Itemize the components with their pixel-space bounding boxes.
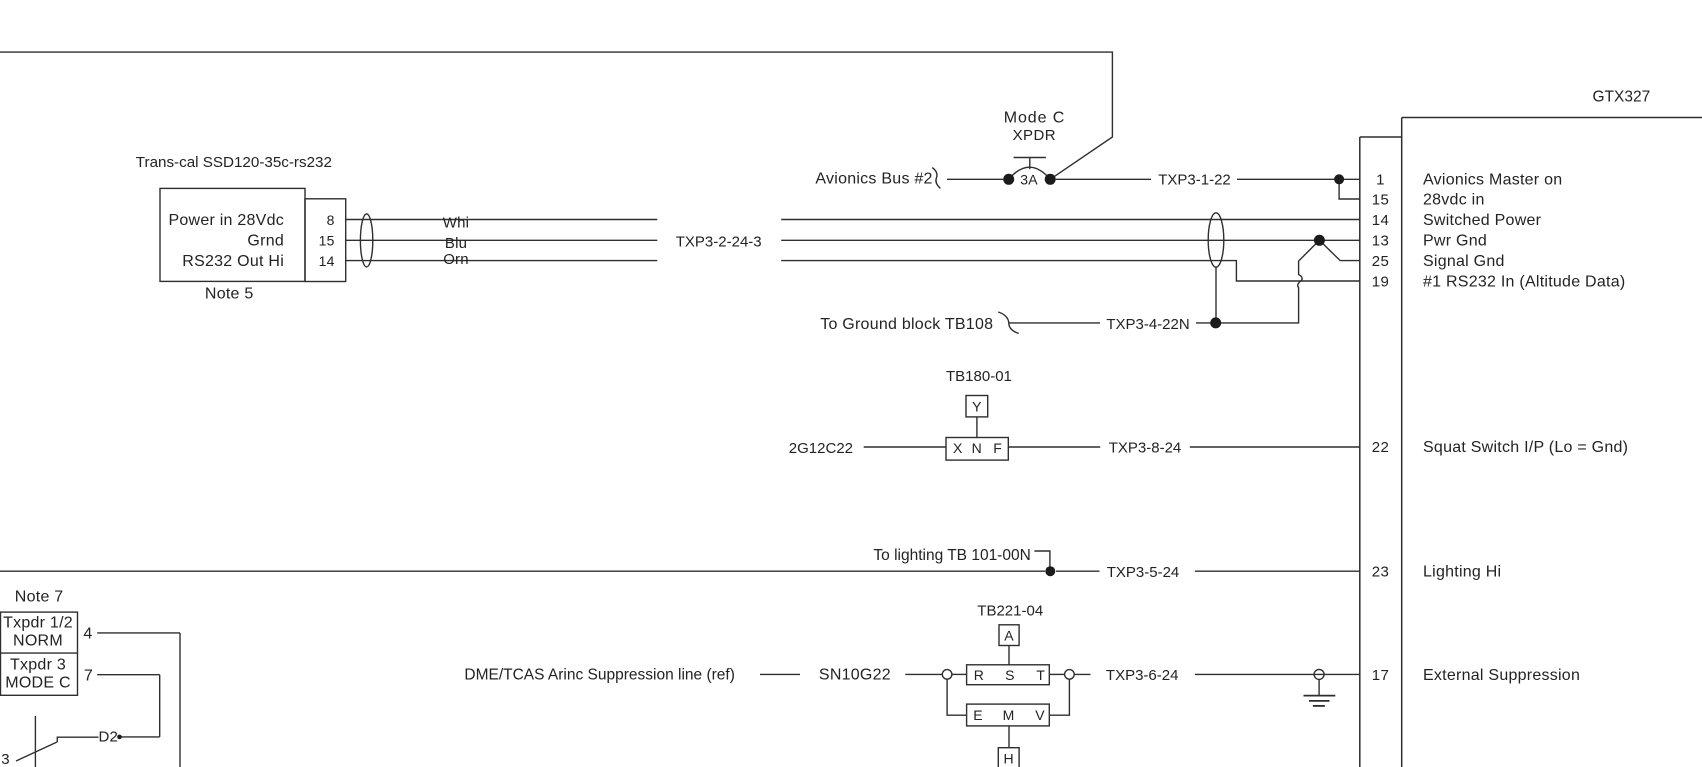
svg-text:4: 4 bbox=[83, 626, 92, 643]
svg-text:14: 14 bbox=[1372, 212, 1390, 229]
svg-text:Switched Power: Switched Power bbox=[1423, 212, 1542, 229]
svg-text:Power in 28Vdc: Power in 28Vdc bbox=[168, 212, 284, 229]
svg-text:8: 8 bbox=[327, 212, 335, 228]
svg-text:Txpdr 1/2: Txpdr 1/2 bbox=[3, 615, 73, 632]
svg-text:1: 1 bbox=[1376, 171, 1385, 188]
svg-text:Y: Y bbox=[972, 399, 982, 415]
svg-text:MODE C: MODE C bbox=[5, 675, 71, 692]
svg-text:GTX327: GTX327 bbox=[1593, 88, 1651, 105]
svg-text:F: F bbox=[993, 440, 1002, 456]
svg-text:TXP3-4-22N: TXP3-4-22N bbox=[1106, 316, 1189, 333]
svg-text:Signal Gnd: Signal Gnd bbox=[1423, 253, 1505, 270]
svg-text:Note 7: Note 7 bbox=[15, 589, 64, 606]
svg-text:TB221-04: TB221-04 bbox=[977, 602, 1043, 619]
svg-text:Avionics Master on: Avionics Master on bbox=[1423, 171, 1562, 188]
svg-text:SN10G22: SN10G22 bbox=[819, 667, 891, 684]
svg-text:Orn: Orn bbox=[443, 251, 469, 268]
svg-text:22: 22 bbox=[1372, 439, 1390, 456]
svg-text:TB180-01: TB180-01 bbox=[946, 368, 1012, 385]
svg-text:TXP3-1-22: TXP3-1-22 bbox=[1158, 172, 1231, 189]
svg-text:XPDR: XPDR bbox=[1013, 127, 1056, 144]
svg-text:RS232 Out Hi: RS232 Out Hi bbox=[182, 253, 284, 270]
svg-text:A: A bbox=[1004, 628, 1014, 644]
svg-text:25: 25 bbox=[1372, 253, 1390, 270]
svg-text:28vdc in: 28vdc in bbox=[1423, 191, 1485, 208]
svg-text:3: 3 bbox=[1, 751, 10, 767]
svg-text:2G12C22: 2G12C22 bbox=[789, 440, 853, 457]
svg-text:V: V bbox=[1035, 707, 1045, 723]
svg-text:3A: 3A bbox=[1020, 172, 1038, 188]
svg-text:Blu: Blu bbox=[445, 235, 467, 252]
svg-text:NORM: NORM bbox=[13, 633, 63, 650]
svg-text:X: X bbox=[953, 440, 963, 456]
svg-text:N: N bbox=[972, 440, 982, 456]
svg-text:E: E bbox=[973, 707, 983, 723]
svg-text:14: 14 bbox=[319, 253, 335, 269]
svg-text:19: 19 bbox=[1372, 273, 1390, 290]
svg-text:TXP3-8-24: TXP3-8-24 bbox=[1109, 440, 1182, 457]
svg-text:15: 15 bbox=[319, 233, 335, 249]
svg-text:DME/TCAS Arinc Suppression lin: DME/TCAS Arinc Suppression line (ref) bbox=[464, 667, 734, 684]
svg-text:Mode C: Mode C bbox=[1004, 109, 1065, 126]
svg-text:Whi: Whi bbox=[443, 215, 469, 232]
svg-text:M: M bbox=[1003, 707, 1015, 723]
svg-text:T: T bbox=[1036, 667, 1045, 683]
svg-text:#1 RS232 In (Altitude Data): #1 RS232 In (Altitude Data) bbox=[1423, 273, 1625, 290]
svg-text:To lighting TB 101-00N: To lighting TB 101-00N bbox=[873, 547, 1030, 564]
svg-text:Txpdr 3: Txpdr 3 bbox=[10, 657, 66, 674]
svg-text:Note 5: Note 5 bbox=[205, 286, 254, 303]
svg-text:Squat Switch I/P (Lo = Gnd): Squat Switch I/P (Lo = Gnd) bbox=[1423, 439, 1628, 456]
svg-text:To Ground block TB108: To Ground block TB108 bbox=[820, 316, 993, 333]
svg-text:Trans-cal SSD120-35c-rs232: Trans-cal SSD120-35c-rs232 bbox=[136, 154, 332, 171]
svg-text:S: S bbox=[1005, 667, 1015, 683]
svg-text:17: 17 bbox=[1372, 667, 1390, 684]
svg-text:7: 7 bbox=[84, 668, 93, 685]
svg-text:R: R bbox=[974, 667, 984, 683]
svg-text:Avionics Bus #2: Avionics Bus #2 bbox=[815, 171, 932, 188]
svg-text:H: H bbox=[1004, 750, 1014, 766]
svg-text:Grnd: Grnd bbox=[247, 233, 284, 250]
svg-text:TXP3-2-24-3: TXP3-2-24-3 bbox=[676, 233, 762, 250]
svg-text:TXP3-5-24: TXP3-5-24 bbox=[1107, 564, 1180, 581]
svg-text:D2: D2 bbox=[99, 729, 119, 746]
svg-text:13: 13 bbox=[1372, 233, 1390, 250]
svg-text:23: 23 bbox=[1372, 564, 1390, 581]
svg-text:Lighting Hi: Lighting Hi bbox=[1423, 564, 1501, 581]
svg-text:15: 15 bbox=[1372, 191, 1390, 208]
svg-text:Pwr Gnd: Pwr Gnd bbox=[1423, 233, 1487, 250]
svg-text:External Suppression: External Suppression bbox=[1423, 667, 1580, 684]
svg-text:TXP3-6-24: TXP3-6-24 bbox=[1106, 667, 1179, 684]
